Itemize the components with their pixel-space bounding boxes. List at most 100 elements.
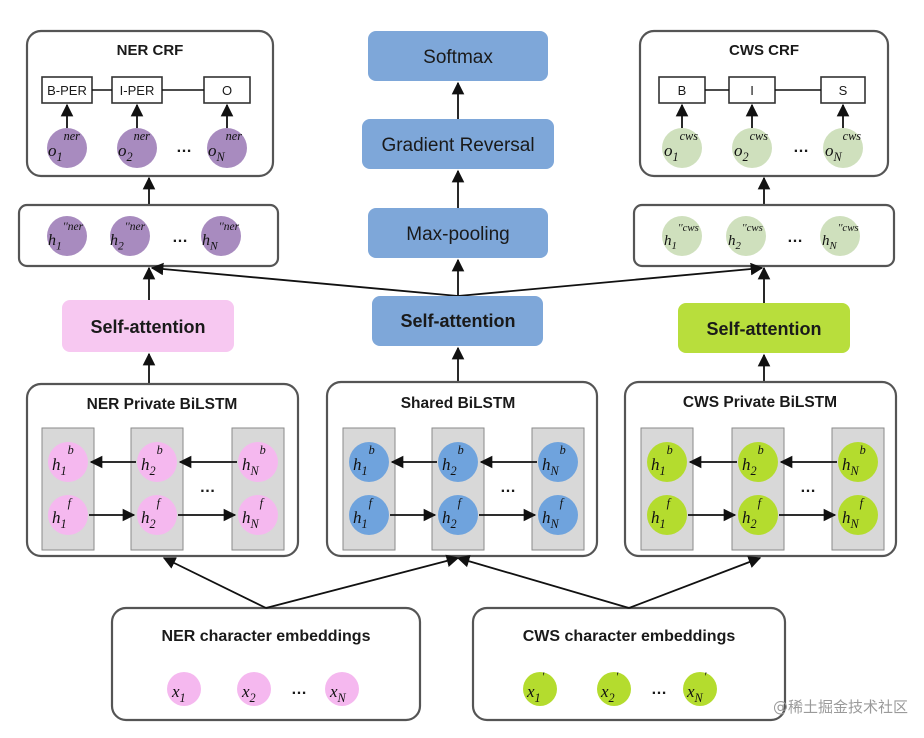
math-sup: ner — [226, 129, 243, 143]
shared-backward-node — [438, 442, 478, 482]
math-label: hNb — [842, 443, 866, 478]
math-base: h — [141, 455, 150, 474]
math-sub: 2 — [127, 150, 133, 164]
ner-concat-node — [110, 216, 150, 256]
svg-text:hN′′cws: hN′′cws — [822, 222, 859, 252]
shared-forward-node — [538, 495, 578, 535]
math-sub: N — [337, 691, 347, 705]
ellipsis: … — [176, 139, 192, 156]
ner-concat-node — [47, 216, 87, 256]
math-base: h — [141, 508, 150, 527]
cws-backward-node — [838, 442, 878, 482]
math-base: h — [542, 508, 551, 527]
ner-output-node — [47, 128, 87, 168]
svg-text:x2′: x2′ — [600, 670, 619, 705]
math-label: h2f — [141, 496, 162, 531]
ner-self-attention-box — [62, 300, 234, 352]
svg-text:o1ner: o1ner — [48, 129, 80, 164]
math-sup: ′′ner — [63, 221, 84, 233]
svg-text:o1cws: o1cws — [664, 129, 698, 164]
math-sub: N — [694, 691, 704, 705]
cws-tag-box-s — [820, 76, 866, 104]
cws-output-node — [662, 128, 702, 168]
cws-concat-node — [820, 216, 860, 256]
math-label: hNb — [242, 443, 266, 478]
cws-tag-box-i — [728, 76, 776, 104]
svg-text:h2′′ner: h2′′ner — [110, 221, 146, 253]
ner-self-attention-label: Self-attention — [91, 317, 206, 337]
math-base: x — [686, 682, 695, 701]
cws-private-bilstm-box: CWS Private BiLSTM h1bh2bhNbh1fh2fhNf… — [623, 380, 898, 558]
math-label: oNcws — [825, 129, 861, 164]
math-base: o — [208, 141, 217, 160]
math-label: hNf — [242, 496, 265, 531]
ner-tag-o: O — [222, 83, 232, 98]
svg-text:h1′′cws: h1′′cws — [664, 222, 699, 252]
math-label: hN′′ner — [202, 221, 240, 253]
svg-text:hNf: hNf — [842, 496, 865, 531]
ner-embeddings-title: NER character embeddings — [162, 628, 371, 645]
math-sub: 1 — [535, 691, 541, 705]
ner-bilstm-title: NER Private BiLSTM — [87, 396, 238, 413]
ellipsis: … — [291, 681, 307, 698]
math-sup: ′ — [616, 670, 619, 684]
math-base: h — [664, 233, 672, 249]
cws-self-attention-box — [678, 303, 850, 353]
shared-bilstm-box: Shared BiLSTM h1bh2bhNbh1fh2fhNf… — [325, 380, 599, 558]
svg-text:h1f: h1f — [651, 496, 672, 531]
math-label: o2ner — [118, 129, 150, 164]
math-sup: b — [560, 443, 566, 457]
shared-backward-node — [538, 442, 578, 482]
math-label: x2′ — [600, 670, 619, 705]
math-label: o2cws — [734, 129, 768, 164]
math-sup: b — [369, 443, 375, 457]
math-sub: 1 — [660, 517, 666, 531]
math-sub: N — [829, 240, 838, 252]
math-sub: N — [550, 517, 560, 531]
cws-backward-node — [738, 442, 778, 482]
svg-text:h2b: h2b — [141, 443, 163, 478]
math-base: h — [242, 508, 251, 527]
math-sup: f — [758, 496, 763, 510]
shared-self-attention-box — [372, 296, 543, 346]
svg-text:h1b: h1b — [52, 443, 74, 478]
math-base: h — [52, 508, 61, 527]
math-base: h — [442, 455, 451, 474]
ner-output-node — [207, 128, 247, 168]
math-base: o — [118, 141, 127, 160]
ner-concat-box: h1′′ner h2′′ner hN′′ner … — [17, 203, 280, 268]
math-sub: 2 — [751, 517, 757, 531]
svg-text:xN: xN — [329, 682, 347, 705]
math-base: h — [822, 233, 830, 249]
math-sub: 1 — [362, 517, 368, 531]
math-sup: f — [560, 496, 565, 510]
math-sub: 1 — [673, 150, 679, 164]
math-base: x — [526, 682, 535, 701]
math-label: h2f — [442, 496, 463, 531]
math-label: x1 — [171, 682, 186, 705]
math-base: o — [825, 141, 834, 160]
math-label: hN′′cws — [822, 222, 859, 252]
svg-text:hNb: hNb — [842, 443, 866, 478]
math-label: h2b — [742, 443, 764, 478]
math-sub: N — [833, 150, 843, 164]
math-sub: N — [850, 464, 860, 478]
math-base: h — [651, 508, 660, 527]
ellipsis: … — [500, 479, 516, 496]
math-base: h — [202, 232, 210, 249]
ner-input-node — [167, 672, 201, 706]
gradient-reversal-label: Gradient Reversal — [381, 135, 534, 156]
math-label: h1f — [353, 496, 374, 531]
math-label: hNf — [842, 496, 865, 531]
ellipsis: … — [651, 681, 667, 698]
math-sub: 2 — [150, 517, 156, 531]
svg-text:x2: x2 — [241, 682, 256, 705]
ner-crf-title: NER CRF — [117, 42, 184, 59]
math-sup: f — [68, 496, 73, 510]
ner-crf-box: NER CRF B-PER I-PER O o1ner o2ner oNner … — [25, 29, 275, 178]
svg-text:h2f: h2f — [442, 496, 463, 531]
ner-output-node — [117, 128, 157, 168]
math-sup: cws — [680, 129, 699, 143]
math-sup: b — [68, 443, 74, 457]
shared-backward-node — [349, 442, 389, 482]
